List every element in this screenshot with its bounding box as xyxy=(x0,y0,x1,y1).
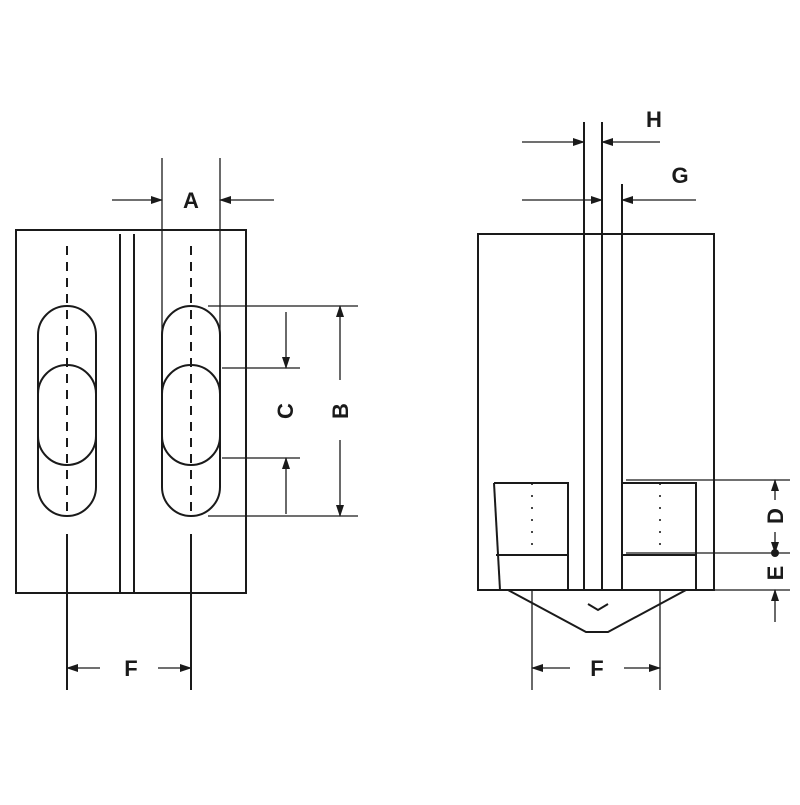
dimension-d-e: D E xyxy=(626,479,790,622)
dimension-b: B xyxy=(208,305,358,517)
dimension-g: G xyxy=(522,163,696,204)
side-left-step-taper xyxy=(493,482,501,591)
dimension-h: H xyxy=(522,107,662,146)
front-view-body-outline xyxy=(15,229,247,594)
dimension-a: A xyxy=(112,158,274,336)
side-v-profile xyxy=(507,589,687,633)
side-v-notch xyxy=(587,603,609,612)
label-g: G xyxy=(671,163,688,188)
label-a: A xyxy=(183,188,199,213)
label-f-front: F xyxy=(124,656,137,681)
label-h: H xyxy=(646,107,662,132)
side-view-body-outline xyxy=(477,233,715,591)
dimension-f-side: F xyxy=(531,590,661,690)
label-c: C xyxy=(273,403,298,419)
label-f-side: F xyxy=(590,656,603,681)
dimension-f-front: F xyxy=(66,656,192,681)
side-right-step xyxy=(622,482,697,591)
label-e: E xyxy=(763,566,788,581)
right-slot xyxy=(161,246,221,690)
label-b: B xyxy=(328,403,353,419)
front-view: A B C F xyxy=(15,158,358,690)
side-left-step xyxy=(494,482,569,591)
side-view: H G D E F xyxy=(477,107,790,690)
label-d: D xyxy=(763,508,788,524)
dim-d-e-dot xyxy=(771,549,779,557)
left-slot xyxy=(37,246,97,690)
dimension-c: C xyxy=(222,312,300,514)
